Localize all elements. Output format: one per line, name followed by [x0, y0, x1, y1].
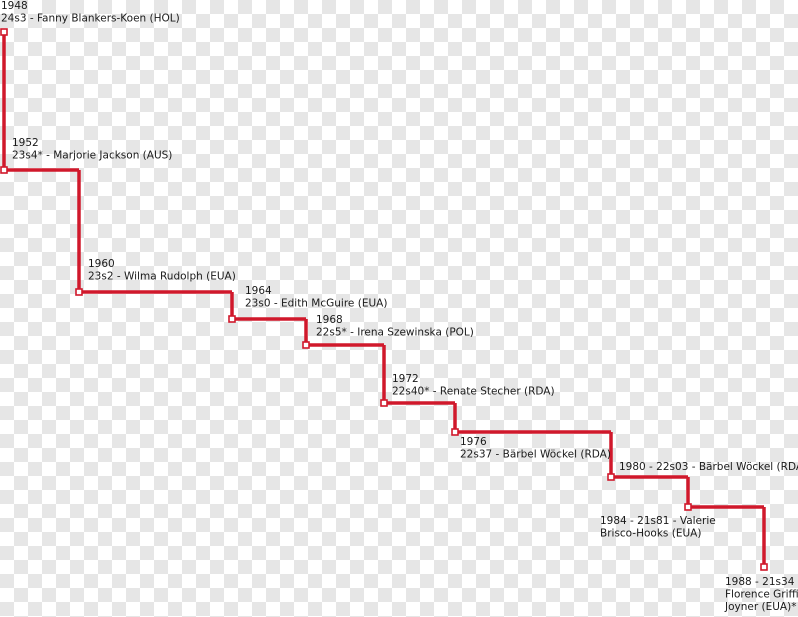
data-label-1952-line-2: 23s4* - Marjorie Jackson (AUS)	[12, 150, 172, 162]
data-label-1988-line-3: Joyner (EUA)*	[724, 601, 796, 613]
data-label-1968-line-1: 1968	[316, 314, 343, 326]
data-label-1984-line-2: Brisco-Hooks (EUA)	[600, 528, 701, 540]
data-label-1972-line-2: 22s40* - Renate Stecher (RDA)	[392, 386, 555, 398]
data-point-1968	[302, 341, 310, 349]
data-label-1948-line-2: 24s3 - Fanny Blankers-Koen (HOL)	[1, 13, 180, 25]
data-label-1988-line-1: 1988 - 21s34 -	[725, 576, 798, 588]
data-label-1964-line-1: 1964	[245, 285, 272, 297]
step-line-group	[2, 32, 766, 567]
data-point-1960	[75, 288, 83, 296]
data-point-1972	[380, 399, 388, 407]
data-point-1980	[607, 473, 615, 481]
data-label-1948-line-1: 1948	[1, 0, 28, 12]
data-label-1964-line-2: 23s0 - Edith McGuire (EUA)	[245, 298, 387, 310]
data-label-1980-line-1: 1980 - 22s03 - Bärbel Wöckel (RDA)	[619, 461, 798, 473]
data-label-1976-line-1: 1976	[460, 436, 487, 448]
data-point-1964	[228, 315, 236, 323]
data-label-1972-line-1: 1972	[392, 373, 419, 385]
data-label-1960-line-2: 23s2 - Wilma Rudolph (EUA)	[88, 271, 236, 283]
data-point-1948	[0, 28, 8, 36]
data-point-group	[0, 28, 768, 571]
data-label-1976-line-2: 22s37 - Bärbel Wöckel (RDA)	[460, 449, 611, 461]
data-label-1968-line-2: 22s5* - Irena Szewinska (POL)	[316, 327, 474, 339]
data-label-1988-line-2: Florence Griffith	[725, 589, 798, 601]
data-point-1976	[451, 428, 459, 436]
data-label-1984-line-1: 1984 - 21s81 - Valerie	[600, 515, 716, 527]
data-point-1952	[0, 166, 8, 174]
data-label-1952-line-1: 1952	[12, 137, 39, 149]
data-point-1984	[684, 503, 692, 511]
data-point-1988	[760, 563, 768, 571]
data-label-1960-line-1: 1960	[88, 258, 115, 270]
